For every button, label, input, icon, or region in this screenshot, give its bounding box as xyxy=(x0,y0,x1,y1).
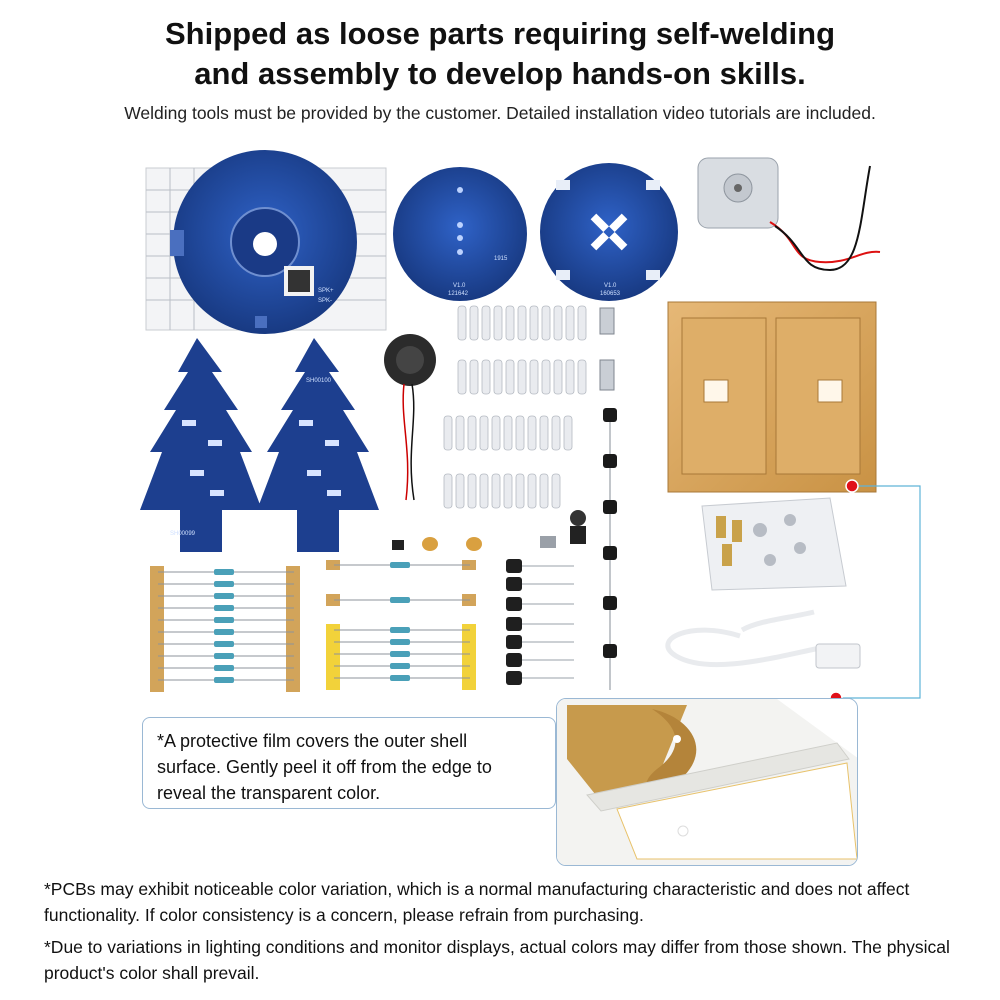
callout-line-2: surface. Gently peel it off from the edg… xyxy=(157,757,492,777)
marker-dot-top xyxy=(845,479,859,493)
led-rows xyxy=(443,305,587,509)
main-pcb-disc: SPK+ SPK- xyxy=(170,150,357,334)
callout-line-3: reveal the transparent color. xyxy=(157,783,381,803)
protective-film-callout: *A protective film covers the outer shel… xyxy=(142,717,556,809)
screw-bag xyxy=(701,497,847,591)
transistors xyxy=(603,408,617,690)
usb-cable xyxy=(665,609,821,668)
dc-motor xyxy=(697,157,881,272)
kit-parts-photo: SPK+ SPK- 1915 V1.0 121642 V1.0 160653 xyxy=(140,150,921,705)
led-pcb-disc-b: V1.0 160653 xyxy=(540,163,678,301)
slide-switches xyxy=(599,307,615,391)
led-row-3 xyxy=(443,415,573,451)
led-row-4 xyxy=(443,473,561,509)
film-peel-zoom-image xyxy=(556,698,858,866)
callout-connector xyxy=(838,485,921,699)
disc-b-version: V1.0 xyxy=(604,283,617,289)
tree-pcb-b: SH00100 xyxy=(257,338,379,552)
disc-a-code: 121642 xyxy=(448,291,469,297)
note-pcb-color: *PCBs may exhibit noticeable color varia… xyxy=(44,879,910,925)
led-row-1 xyxy=(457,305,587,341)
resistor-tape-right xyxy=(326,560,476,690)
disc-b-code: 160653 xyxy=(600,291,621,297)
disclaimer-notes: *PCBs may exhibit noticeable color varia… xyxy=(44,876,964,992)
callout-line-1: *A protective film covers the outer shel… xyxy=(157,731,468,751)
subtitle: Welding tools must be provided by the cu… xyxy=(124,103,876,123)
headline-line-1: Shipped as loose parts requiring self-we… xyxy=(164,16,836,51)
headline-line-2: and assembly to develop hands-on skills. xyxy=(194,56,806,91)
led-pcb-disc-a: 1915 V1.0 121642 xyxy=(393,167,527,301)
headline: Shipped as loose parts requiring self-we… xyxy=(0,14,1000,94)
led-row-2 xyxy=(457,359,587,395)
tree-b-code: SH00100 xyxy=(306,378,332,384)
acrylic-enclosure xyxy=(667,301,877,493)
spk-minus-label: SPK- xyxy=(318,298,332,304)
speaker xyxy=(384,334,436,501)
resistor-tape-left xyxy=(150,566,300,692)
disc-a-number: 1915 xyxy=(494,256,508,262)
spk-plus-label: SPK+ xyxy=(318,288,334,294)
usb-a-plug xyxy=(815,643,861,669)
electrolytic-capacitors xyxy=(506,559,574,685)
tree-pcb-a: SH00099 xyxy=(140,338,262,552)
disc-a-version: V1.0 xyxy=(453,283,466,289)
tree-a-code: SH00099 xyxy=(170,531,196,537)
note-display-color: *Due to variations in lighting condition… xyxy=(44,937,950,983)
ic-and-caps xyxy=(392,510,586,551)
